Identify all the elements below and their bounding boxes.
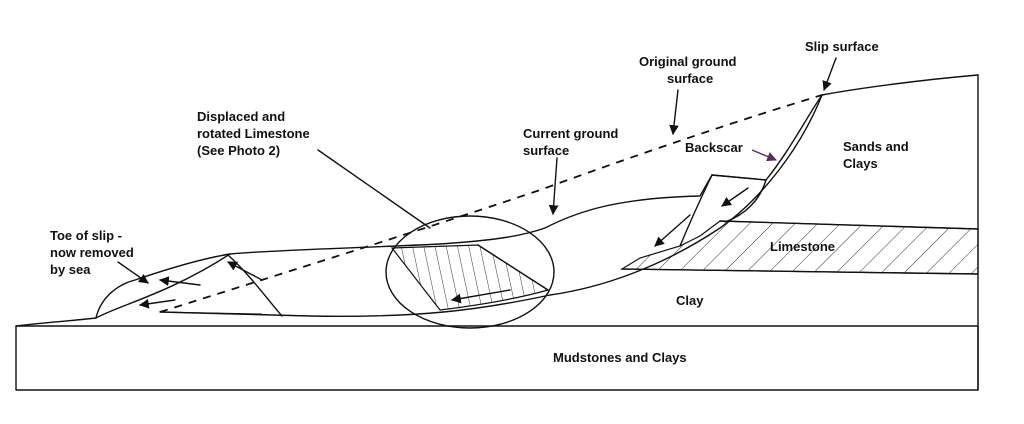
label-displaced-2: rotated Limestone (197, 126, 310, 141)
label-displaced-1: Displaced and (197, 109, 285, 124)
label-slip-surface: Slip surface (805, 39, 879, 54)
label-displaced-3: (See Photo 2) (197, 143, 280, 158)
label-original-ground-2: surface (667, 71, 713, 86)
label-clay: Clay (676, 293, 704, 308)
label-current-ground-1: Current ground (523, 126, 618, 141)
label-limestone: Limestone (770, 239, 835, 254)
movement-arrow-1 (139, 298, 176, 309)
toe-leader (117, 261, 149, 284)
label-original-ground-1: Original ground (639, 54, 737, 69)
toe-base-line (159, 311, 263, 315)
movement-arrow-2 (159, 276, 201, 286)
movement-arrow-5 (654, 214, 691, 247)
label-mudstones: Mudstones and Clays (553, 350, 687, 365)
current-ground-leader (548, 157, 559, 215)
displaced-block-highlight-circle (385, 215, 555, 329)
label-toe-2: now removed (50, 245, 134, 260)
label-toe-3: by sea (50, 262, 91, 277)
label-sands-2: Clays (843, 156, 878, 171)
mudstones-layer-outline (15, 325, 979, 391)
movement-arrow-6 (721, 187, 749, 207)
label-current-ground-2: surface (523, 143, 569, 158)
original-ground-surface (159, 94, 823, 313)
current-ground-surface (15, 74, 979, 327)
backscar-block-edge (711, 174, 767, 223)
original-ground-leader (669, 89, 679, 135)
rotated-block-divider (477, 244, 549, 291)
movement-arrow-3 (227, 261, 263, 281)
label-backscar: Backscar (685, 140, 743, 155)
slip-surface-leader (822, 57, 837, 91)
displaced-leader (317, 149, 431, 229)
backscar-block-front (679, 174, 713, 247)
label-sands-1: Sands and (843, 139, 909, 154)
backscar-leader (751, 149, 777, 162)
movement-arrow-4 (451, 289, 511, 304)
slip-surface (159, 94, 823, 317)
toe-slip-line-2 (227, 254, 283, 317)
label-toe-1: Toe of slip - (50, 228, 122, 243)
toe-slip-line-1 (95, 253, 231, 319)
